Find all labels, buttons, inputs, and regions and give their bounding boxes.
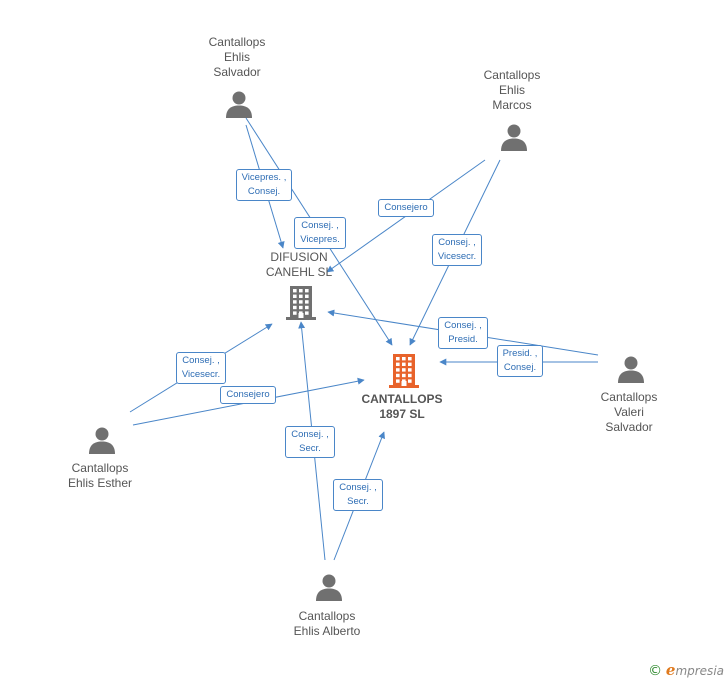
edge-label-ehlis_marcos-to-cantallops_1897[interactable]: Consej. , Vicesecr. xyxy=(431,234,483,266)
edge-label-ehlis_esther-to-difusion[interactable]: Consej. , Vicesecr. xyxy=(175,352,227,384)
edge-label-valeri_salvador-to-cantallops_1897[interactable]: Presid. , Consej. xyxy=(496,345,544,377)
edge-label-valeri_salvador-to-difusion[interactable]: Consej. , Presid. xyxy=(438,317,488,349)
edge-label-ehlis_salvador-to-cantallops_1897[interactable]: Consej. , Vicepres. xyxy=(294,217,346,249)
node-label-ehlis_marcos[interactable]: Cantallops Ehlis Marcos xyxy=(483,68,541,112)
edge-label-ehlis_marcos-to-difusion[interactable]: Consejero xyxy=(378,199,434,217)
node-label-cantallops_1897[interactable]: CANTALLOPS 1897 SL xyxy=(361,392,443,421)
edge-label-ehlis_alberto-to-difusion[interactable]: Consej. , Secr. xyxy=(285,426,335,458)
node-label-ehlis_salvador[interactable]: Cantallops Ehlis Salvador xyxy=(208,35,266,79)
node-label-ehlis_alberto[interactable]: Cantallops Ehlis Alberto xyxy=(293,609,361,638)
node-label-difusion[interactable]: DIFUSION CANEHL SL xyxy=(265,250,333,279)
copyright-icon: © xyxy=(648,663,663,679)
edge-label-ehlis_salvador-to-difusion[interactable]: Vicepres. , Consej. xyxy=(235,169,293,201)
edge-label-ehlis_esther-to-cantallops_1897[interactable]: Consejero xyxy=(220,386,276,404)
person-icon[interactable] xyxy=(616,354,646,384)
person-icon[interactable] xyxy=(87,425,117,455)
building-icon[interactable] xyxy=(285,284,317,320)
node-label-valeri_salvador[interactable]: Cantallops Valeri Salvador xyxy=(600,390,658,434)
person-icon[interactable] xyxy=(224,89,254,119)
main-building-icon[interactable] xyxy=(388,352,420,388)
person-icon[interactable] xyxy=(314,572,344,602)
person-icon[interactable] xyxy=(499,122,529,152)
edge-label-ehlis_alberto-to-cantallops_1897[interactable]: Consej. , Secr. xyxy=(333,479,383,511)
node-label-ehlis_esther[interactable]: Cantallops Ehlis Esther xyxy=(67,461,133,490)
empresia-logo-text: mpresia xyxy=(675,664,724,678)
empresia-logo-initial: e xyxy=(665,661,676,679)
empresia-watermark: © empresia xyxy=(648,661,724,679)
